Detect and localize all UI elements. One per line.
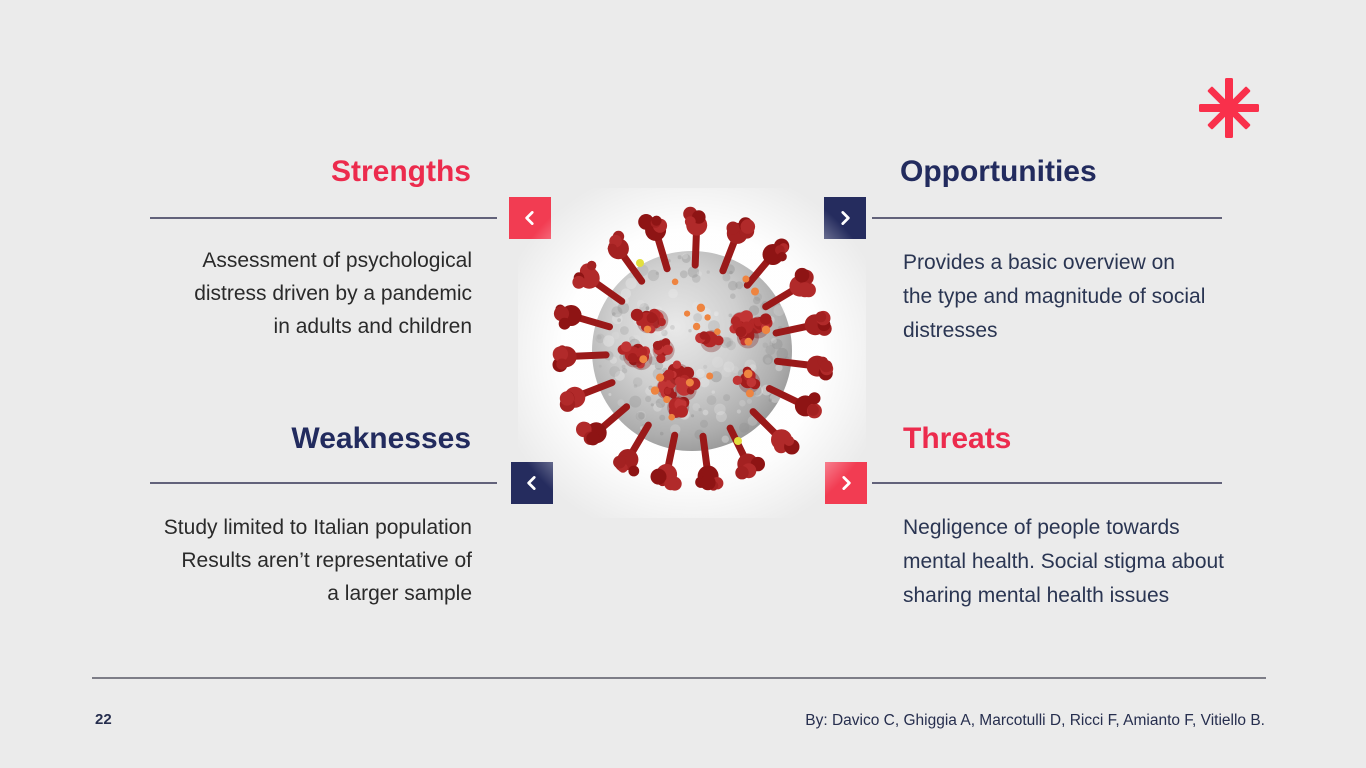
- threats-title: Threats: [903, 422, 1012, 455]
- weaknesses-body: Study limited to Italian population Resu…: [140, 511, 472, 610]
- strengths-text-line: Assessment of psychological: [202, 249, 472, 272]
- strengths-body: Assessment of psychological distress dri…: [150, 244, 472, 343]
- opportunities-text-line: distresses: [903, 319, 998, 342]
- strengths-divider: [150, 217, 497, 219]
- threats-text-line: sharing mental health issues: [903, 584, 1170, 607]
- threats-body: Negligence of people towards mental heal…: [903, 511, 1253, 613]
- weaknesses-text-line: a larger sample: [327, 582, 472, 605]
- attribution-text: By: Davico C, Ghiggia A, Marcotulli D, R…: [805, 712, 1265, 729]
- strengths-text-line: in adults and children: [273, 315, 472, 338]
- weaknesses-divider: [150, 482, 497, 484]
- opportunities-body: Provides a basic overview on the type an…: [903, 246, 1243, 348]
- strengths-text-line: distress driven by a pandemic: [194, 282, 472, 305]
- coronavirus-image: [537, 198, 847, 508]
- opportunities-divider: [872, 217, 1222, 219]
- opportunities-text-line: the type and magnitude of social: [903, 285, 1206, 308]
- weaknesses-text-line: Study limited to Italian population: [163, 516, 472, 539]
- threats-text-line: Negligence of people towards: [903, 516, 1180, 539]
- opportunities-title: Opportunities: [900, 155, 1097, 188]
- opportunities-text-line: Provides a basic overview on: [903, 251, 1175, 274]
- asterisk-logo-icon: [1199, 78, 1259, 138]
- threats-divider: [872, 482, 1222, 484]
- weaknesses-title: Weaknesses: [291, 422, 471, 455]
- weaknesses-text-line: Results aren’t representative of: [181, 549, 472, 572]
- page-number: 22: [95, 711, 112, 728]
- threats-text-line: mental health. Social stigma about: [903, 550, 1225, 573]
- strengths-title: Strengths: [330, 155, 471, 188]
- footer-divider: [92, 677, 1266, 679]
